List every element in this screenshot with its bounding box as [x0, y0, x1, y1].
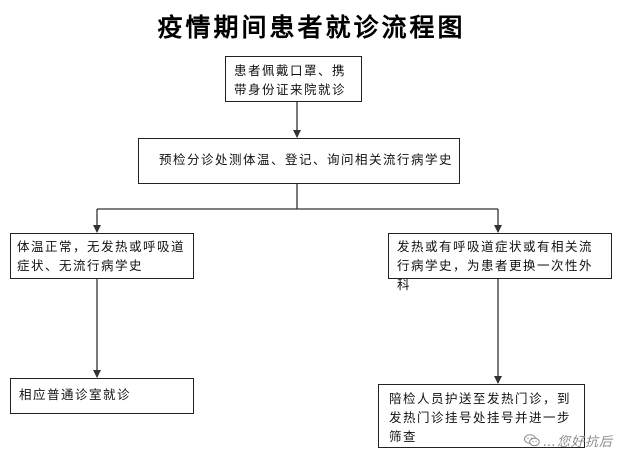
node-normal-text: 体温正常，无发热或呼吸道症状、无流行病学史 — [17, 239, 186, 273]
node-start: 患者佩戴口罩、携带身份证来院就诊 — [225, 56, 362, 102]
node-fever-text: 发热或有呼吸道症状或有相关流行病学史，为患者更换一次性外科 — [397, 239, 594, 292]
watermark: …您好抗后 — [524, 431, 613, 450]
node-general-clinic-text: 相应普通诊室就诊 — [19, 387, 132, 402]
node-fever-clinic: 陪检人员护送至发热门诊，到发热门诊挂号处挂号并进一步筛查 — [378, 384, 585, 448]
node-pre-check-text: 预检分诊处测体温、登记、询问相关流行病学史 — [159, 152, 454, 167]
node-normal: 体温正常，无发热或呼吸道症状、无流行病学史 — [10, 233, 194, 279]
wechat-icon — [524, 434, 540, 447]
node-fever: 发热或有呼吸道症状或有相关流行病学史，为患者更换一次性外科 — [388, 233, 612, 292]
node-fever-clinic-text: 陪检人员护送至发热门诊，到发热门诊挂号处挂号并进一步筛查 — [389, 391, 572, 444]
page-title: 疫情期间患者就诊流程图 — [157, 13, 466, 42]
node-general-clinic: 相应普通诊室就诊 — [10, 378, 194, 414]
watermark-text: …您好抗后 — [543, 435, 614, 450]
node-pre-check: 预检分诊处测体温、登记、询问相关流行病学史 — [138, 138, 460, 184]
node-start-text: 患者佩戴口罩、携带身份证来院就诊 — [234, 63, 347, 97]
